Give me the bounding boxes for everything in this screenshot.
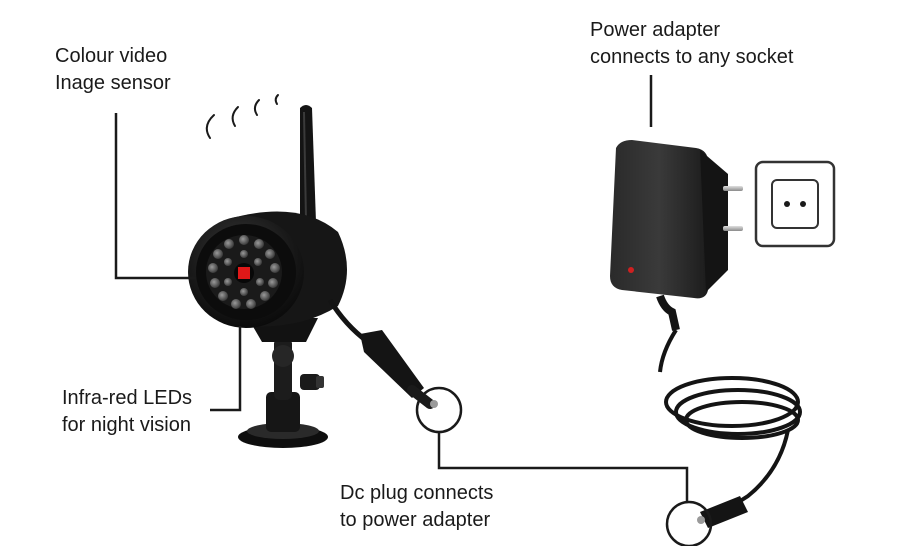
wall-socket-icon [754, 160, 836, 248]
camera-antenna [300, 105, 316, 222]
label-power-adapter-line1: Power adapter [590, 19, 721, 41]
label-dc-plug-line2: to power adapter [340, 509, 491, 531]
leader-leds [210, 326, 242, 412]
label-infrared-leds-line2: for night vision [62, 414, 191, 436]
image-sensor [234, 263, 254, 283]
label-dc-plug-line1: Dc plug connects [340, 482, 494, 504]
label-power-adapter: Power adapter connects to any socket [590, 17, 793, 71]
label-infrared-leds-line1: Infra-red LEDs [62, 387, 193, 409]
label-dc-plug: Dc plug connects to power adapter [340, 480, 493, 534]
leader-lines [114, 75, 713, 546]
label-image-sensor-line1: Colour video [55, 45, 168, 67]
label-image-sensor-line2: Inage sensor [55, 72, 171, 94]
leader-sensor [114, 113, 196, 280]
callout-adapter-dc-plug [665, 500, 713, 546]
camera-stand [238, 318, 328, 448]
camera-cable [327, 298, 438, 409]
label-image-sensor: Colour video Inage sensor [55, 43, 171, 97]
leader-dc-plug [437, 432, 689, 502]
power-adapter [610, 140, 743, 331]
label-infrared-leds: Infra-red LEDs for night vision [62, 385, 192, 439]
adapter-dc-plug [697, 496, 748, 528]
callout-camera-dc-plug [415, 386, 463, 434]
adapter-cable [658, 328, 802, 512]
infrared-led-ring [208, 235, 280, 309]
wireless-signal-icon [205, 94, 279, 139]
label-power-adapter-line2: connects to any socket [590, 46, 794, 68]
